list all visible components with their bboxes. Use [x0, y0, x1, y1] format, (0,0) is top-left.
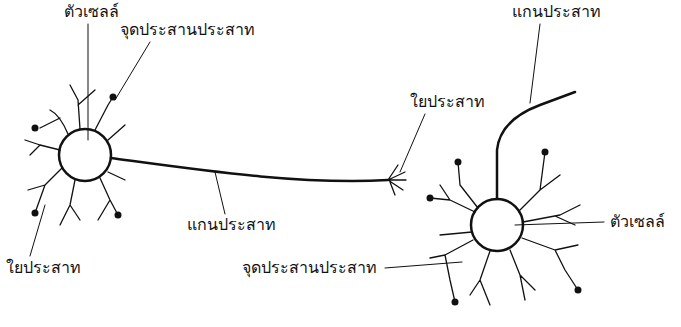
part-label: ใยประสาท — [4, 258, 83, 278]
part-label: แกนประสาท — [510, 2, 603, 22]
part-label: ตัวเซลล์ — [608, 212, 667, 232]
leader-lines — [30, 24, 604, 268]
part-label: ใยประสาท — [408, 92, 487, 112]
left-neuron — [25, 85, 406, 225]
right-neuron — [427, 92, 582, 306]
part-label: แกนประสาท — [185, 215, 278, 235]
part-label: จุดประสานประสาท — [118, 20, 257, 40]
part-label: จุดประสานประสาท — [240, 258, 379, 278]
part-label: ตัวเซลล์ — [62, 2, 121, 22]
